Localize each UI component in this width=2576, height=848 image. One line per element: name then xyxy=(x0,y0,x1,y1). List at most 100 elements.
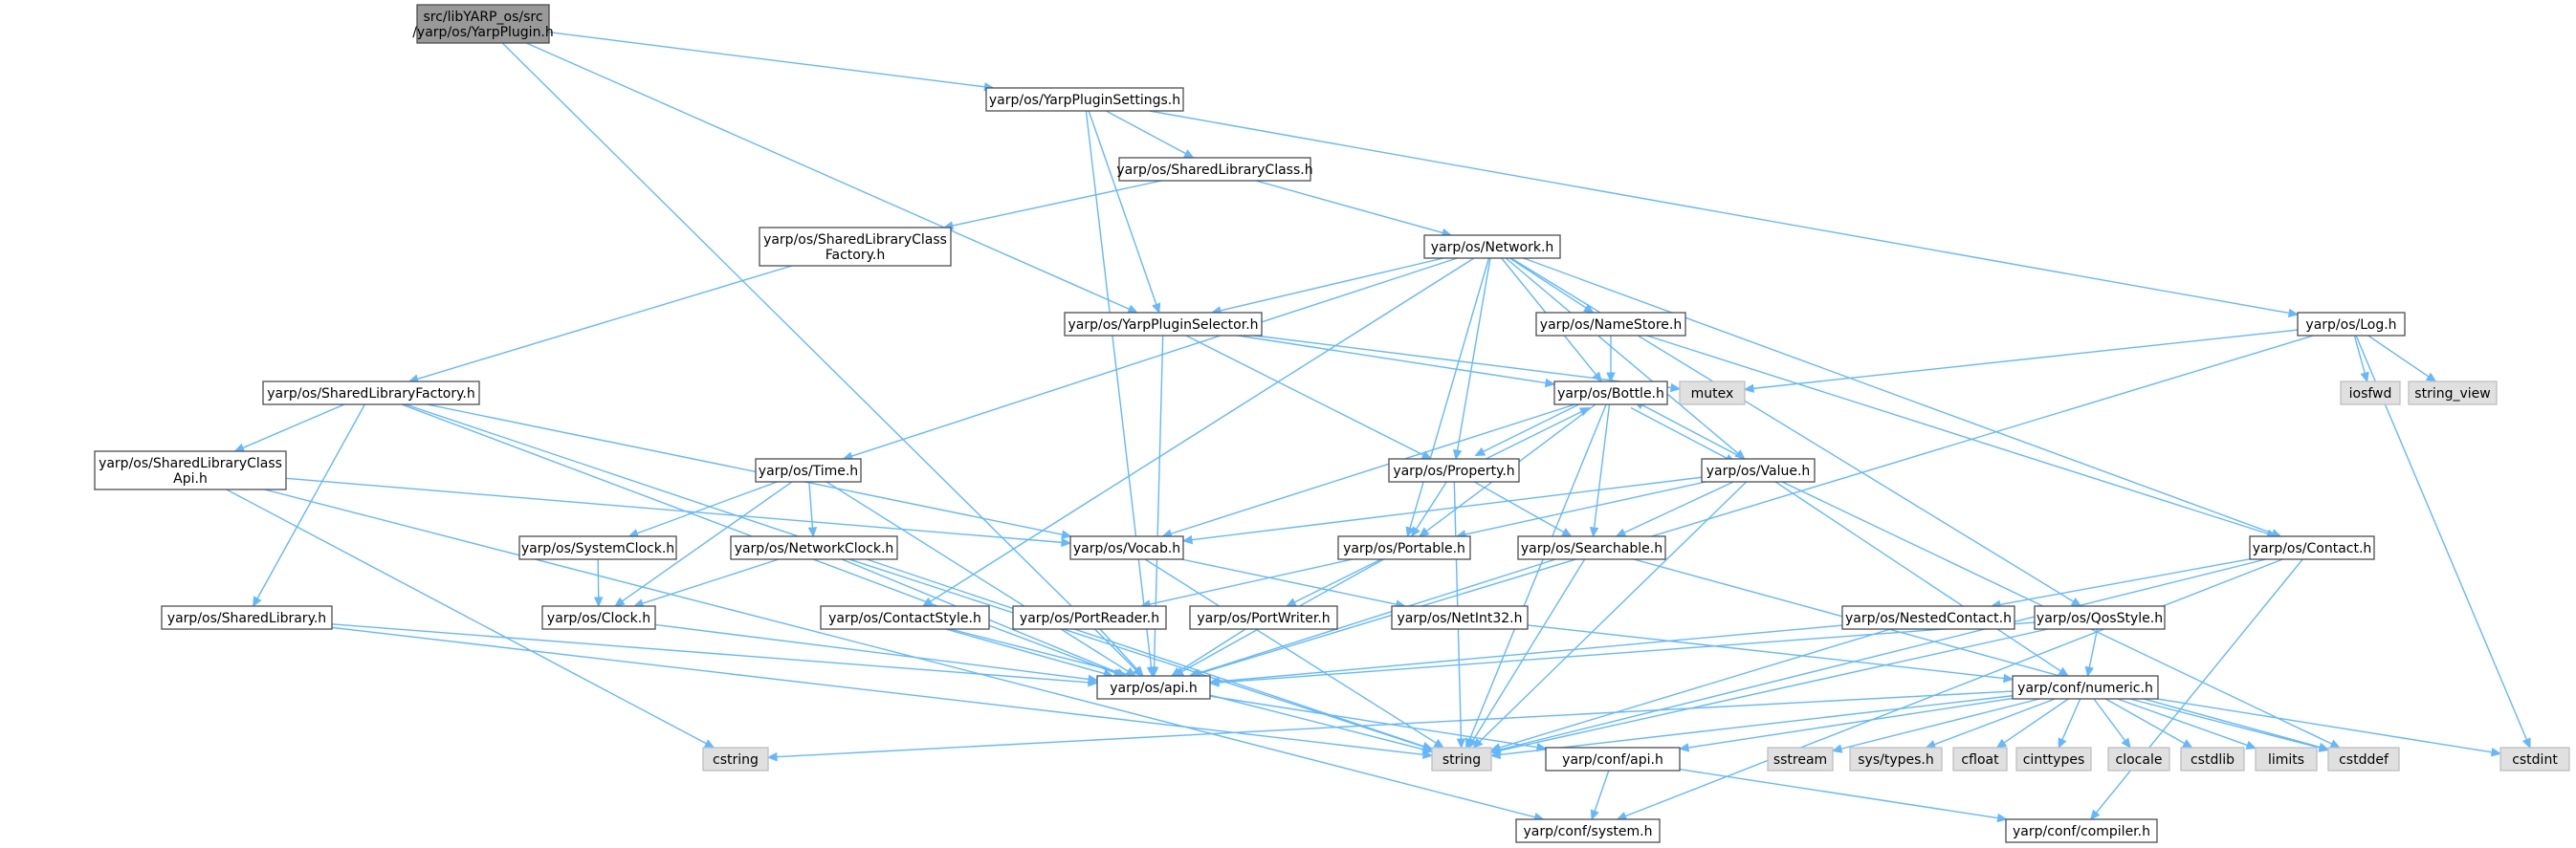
node-property[interactable]: yarp/os/Property.h xyxy=(1388,458,1520,483)
node-box xyxy=(518,535,677,560)
edge-time-to-clock xyxy=(614,481,793,607)
node-label: yarp/os/PortReader.h xyxy=(1020,611,1159,626)
node-cstring[interactable]: cstring xyxy=(702,747,769,772)
node-systypes[interactable]: sys/types.h xyxy=(1849,747,1943,772)
edge-numeric-to-confapi xyxy=(1678,697,2014,752)
node-label: yarp/os/SharedLibraryClass.h xyxy=(1116,163,1312,178)
node-string_view[interactable]: string_view xyxy=(2408,381,2498,405)
node-portreader[interactable]: yarp/os/PortReader.h xyxy=(1012,605,1167,630)
node-sharedlibrary[interactable]: yarp/os/SharedLibrary.h xyxy=(161,605,333,630)
node-bottle[interactable]: yarp/os/Bottle.h xyxy=(1553,381,1668,405)
node-box xyxy=(985,87,1184,112)
node-label: cstddef xyxy=(2339,752,2389,768)
edge-slfactory-to-slcapi xyxy=(233,403,345,452)
node-box xyxy=(1535,312,1686,337)
node-slclass[interactable]: yarp/os/SharedLibraryClass.h xyxy=(1116,157,1313,182)
node-string[interactable]: string xyxy=(1431,747,1492,772)
node-box xyxy=(2005,818,2158,843)
node-label: /yarp/os/YarpPlugin.h xyxy=(412,25,554,40)
node-systemclock[interactable]: yarp/os/SystemClock.h xyxy=(518,535,677,560)
node-label: clocale xyxy=(2116,752,2163,768)
node-confsystem[interactable]: yarp/conf/system.h xyxy=(1515,818,1661,843)
node-settings[interactable]: yarp/os/YarpPluginSettings.h xyxy=(985,87,1184,112)
edge-portreader-to-api xyxy=(1099,628,1144,677)
node-contactstyle[interactable]: yarp/os/ContactStyle.h xyxy=(820,605,990,630)
node-label: yarp/os/SharedLibrary.h xyxy=(167,611,326,626)
node-slfactory[interactable]: yarp/os/SharedLibraryFactory.h xyxy=(262,381,480,405)
node-netint32[interactable]: yarp/os/NetInt32.h xyxy=(1391,605,1529,630)
node-numeric[interactable]: yarp/conf/numeric.h xyxy=(2012,675,2159,700)
node-portable[interactable]: yarp/os/Portable.h xyxy=(1337,535,1471,560)
node-confapi[interactable]: yarp/conf/api.h xyxy=(1545,747,1681,772)
node-label: yarp/os/SharedLibraryClass xyxy=(763,232,947,248)
node-portwriter[interactable]: yarp/os/PortWriter.h xyxy=(1189,605,1338,630)
node-box xyxy=(702,747,769,772)
node-cfloat[interactable]: cfloat xyxy=(1952,747,2008,772)
edge-bottle-to-property xyxy=(1474,400,1587,456)
node-box xyxy=(755,458,862,483)
edge-qosstyle-to-api xyxy=(1208,621,2036,687)
node-selector[interactable]: yarp/os/YarpPluginSelector.h xyxy=(1064,312,1263,337)
node-label: yarp/os/Bottle.h xyxy=(1557,386,1664,402)
node-label: cstdlib xyxy=(2191,752,2235,768)
node-box xyxy=(2249,535,2375,560)
node-networkclock[interactable]: yarp/os/NetworkClock.h xyxy=(730,535,898,560)
node-nestedcontact[interactable]: yarp/os/NestedContact.h xyxy=(1841,605,2015,630)
node-cstdlib[interactable]: cstdlib xyxy=(2180,747,2245,772)
edge-property-to-searchable xyxy=(1473,481,1573,537)
node-label: iosfwd xyxy=(2349,386,2392,402)
edge-searchable-to-string xyxy=(1467,558,1586,750)
node-box xyxy=(416,4,550,44)
node-mutex[interactable]: mutex xyxy=(1679,381,1746,405)
node-network[interactable]: yarp/os/Network.h xyxy=(1423,234,1561,259)
node-log[interactable]: yarp/os/Log.h xyxy=(2297,312,2406,337)
node-label: cinttypes xyxy=(2023,752,2085,768)
node-clocale[interactable]: clocale xyxy=(2107,747,2170,772)
nodes-layer: src/libYARP_os/src/yarp/os/YarpPlugin.hy… xyxy=(94,4,2570,843)
node-label: sstream xyxy=(1773,752,1827,768)
node-label: yarp/os/api.h xyxy=(1110,681,1197,696)
edge-confapi-to-confcompiler xyxy=(1679,769,2008,823)
node-vocab[interactable]: yarp/os/Vocab.h xyxy=(1069,535,1184,560)
node-box xyxy=(759,227,952,267)
node-box xyxy=(262,381,480,405)
edge-network-to-portable xyxy=(1405,257,1490,538)
edge-slfactory-to-string xyxy=(405,403,1434,751)
node-qosstyle[interactable]: yarp/os/QosStyle.h xyxy=(2034,605,2166,630)
node-box xyxy=(1391,605,1529,630)
node-api[interactable]: yarp/os/api.h xyxy=(1096,675,1211,700)
node-label: string xyxy=(1442,752,1481,768)
node-label: yarp/os/QosStyle.h xyxy=(2037,611,2163,626)
node-root[interactable]: src/libYARP_os/src/yarp/os/YarpPlugin.h xyxy=(412,4,554,44)
node-label: yarp/os/PortWriter.h xyxy=(1197,611,1330,626)
node-sstream[interactable]: sstream xyxy=(1767,747,1834,772)
node-label: yarp/os/Time.h xyxy=(759,464,858,479)
node-contact[interactable]: yarp/os/Contact.h xyxy=(2249,535,2375,560)
node-iosfwd[interactable]: iosfwd xyxy=(2340,381,2401,405)
node-cinttypes[interactable]: cinttypes xyxy=(2015,747,2092,772)
node-limits[interactable]: limits xyxy=(2255,747,2318,772)
node-label: Api.h xyxy=(173,471,208,487)
edge-slfactory-to-sharedlibrary xyxy=(253,403,365,608)
node-box xyxy=(1423,234,1561,259)
node-label: sys/types.h xyxy=(1858,752,1933,768)
edge-namestore-to-bottle xyxy=(1606,336,1616,383)
node-box xyxy=(1337,535,1471,560)
node-namestore[interactable]: yarp/os/NameStore.h xyxy=(1535,312,1686,337)
edge-numeric-to-cinttypes xyxy=(2058,698,2081,750)
node-cstddef[interactable]: cstddef xyxy=(2327,747,2400,772)
node-searchable[interactable]: yarp/os/Searchable.h xyxy=(1517,535,1666,560)
edge-selector-to-property xyxy=(1185,335,1433,460)
node-cstdint[interactable]: cstdint xyxy=(2499,747,2570,772)
node-confcompiler[interactable]: yarp/conf/compiler.h xyxy=(2005,818,2158,843)
node-clock[interactable]: yarp/os/Clock.h xyxy=(541,605,656,630)
node-box xyxy=(1118,157,1311,182)
node-time[interactable]: yarp/os/Time.h xyxy=(755,458,862,483)
node-value[interactable]: yarp/os/Value.h xyxy=(1701,458,1816,483)
node-label: yarp/os/ContactStyle.h xyxy=(828,611,981,626)
node-box xyxy=(820,605,990,630)
node-box xyxy=(2255,747,2318,772)
node-box xyxy=(1096,675,1211,700)
